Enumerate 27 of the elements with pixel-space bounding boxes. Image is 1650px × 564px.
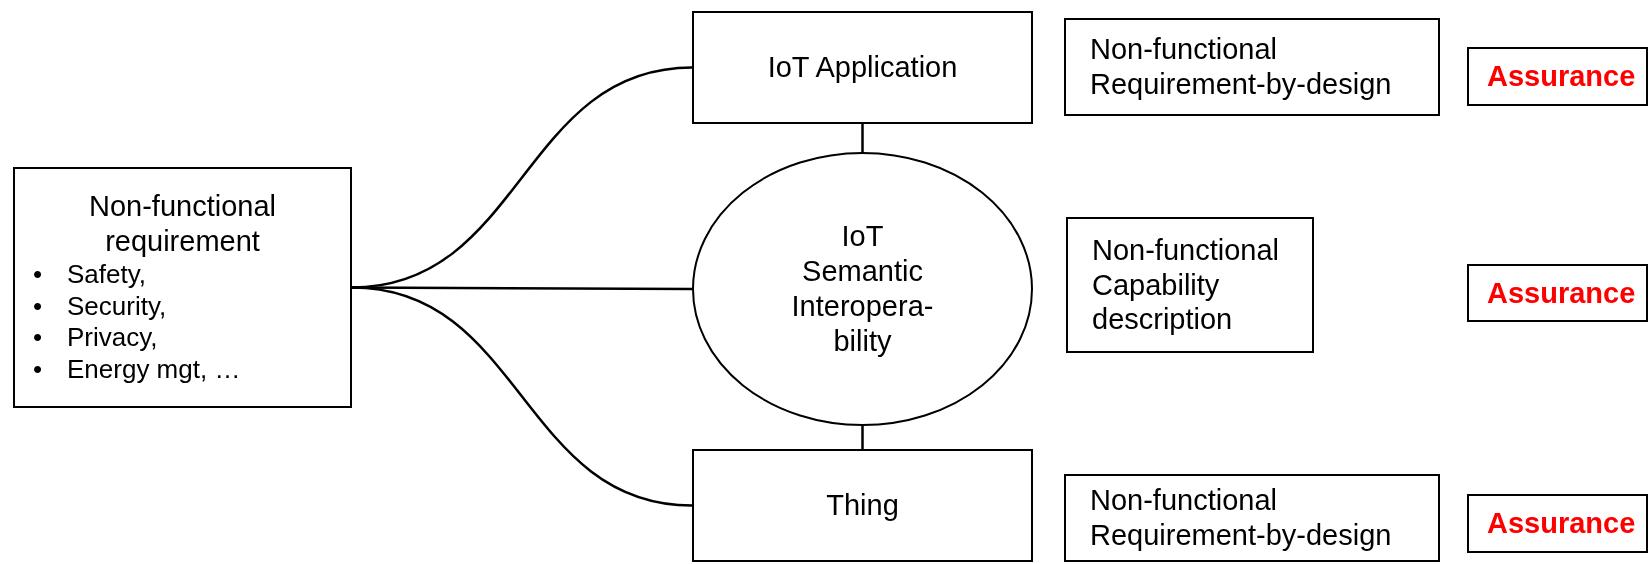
list-item: • Privacy, <box>33 322 158 354</box>
assurance-box <box>1467 47 1648 106</box>
assurance-box <box>1467 264 1648 322</box>
process-box <box>692 449 1033 562</box>
ellipse-shape <box>692 152 1033 426</box>
box-text: Assurance <box>1487 59 1636 94</box>
connector-line <box>861 124 864 152</box>
list-item: • Security, <box>33 290 167 323</box>
process-box <box>1064 18 1440 116</box>
requirement-box <box>13 167 352 408</box>
list-item: • Energy mgt, … <box>33 354 241 386</box>
box-heading: Non-functional requirement <box>88 189 277 259</box>
box-text: Non-functional Capability description <box>1092 232 1280 338</box>
assurance-box <box>1467 494 1648 553</box>
node-text: IoT Semantic Interopera- bility <box>790 219 935 359</box>
connector-line <box>351 286 693 507</box>
box-text: Thing <box>826 488 899 523</box>
connector-line <box>861 426 864 449</box>
box-text: Non-functional Requirement-by-design <box>1090 32 1393 102</box>
box-text: Non-functional Requirement-by-design <box>1090 483 1393 553</box>
box-text: Assurance <box>1487 506 1636 541</box>
process-box <box>1064 474 1440 562</box>
list-item: • Safety, <box>33 258 146 291</box>
box-text: Assurance <box>1487 275 1636 311</box>
box-text: IoT Application <box>767 50 958 85</box>
process-box <box>1066 217 1314 353</box>
process-box <box>692 11 1033 124</box>
